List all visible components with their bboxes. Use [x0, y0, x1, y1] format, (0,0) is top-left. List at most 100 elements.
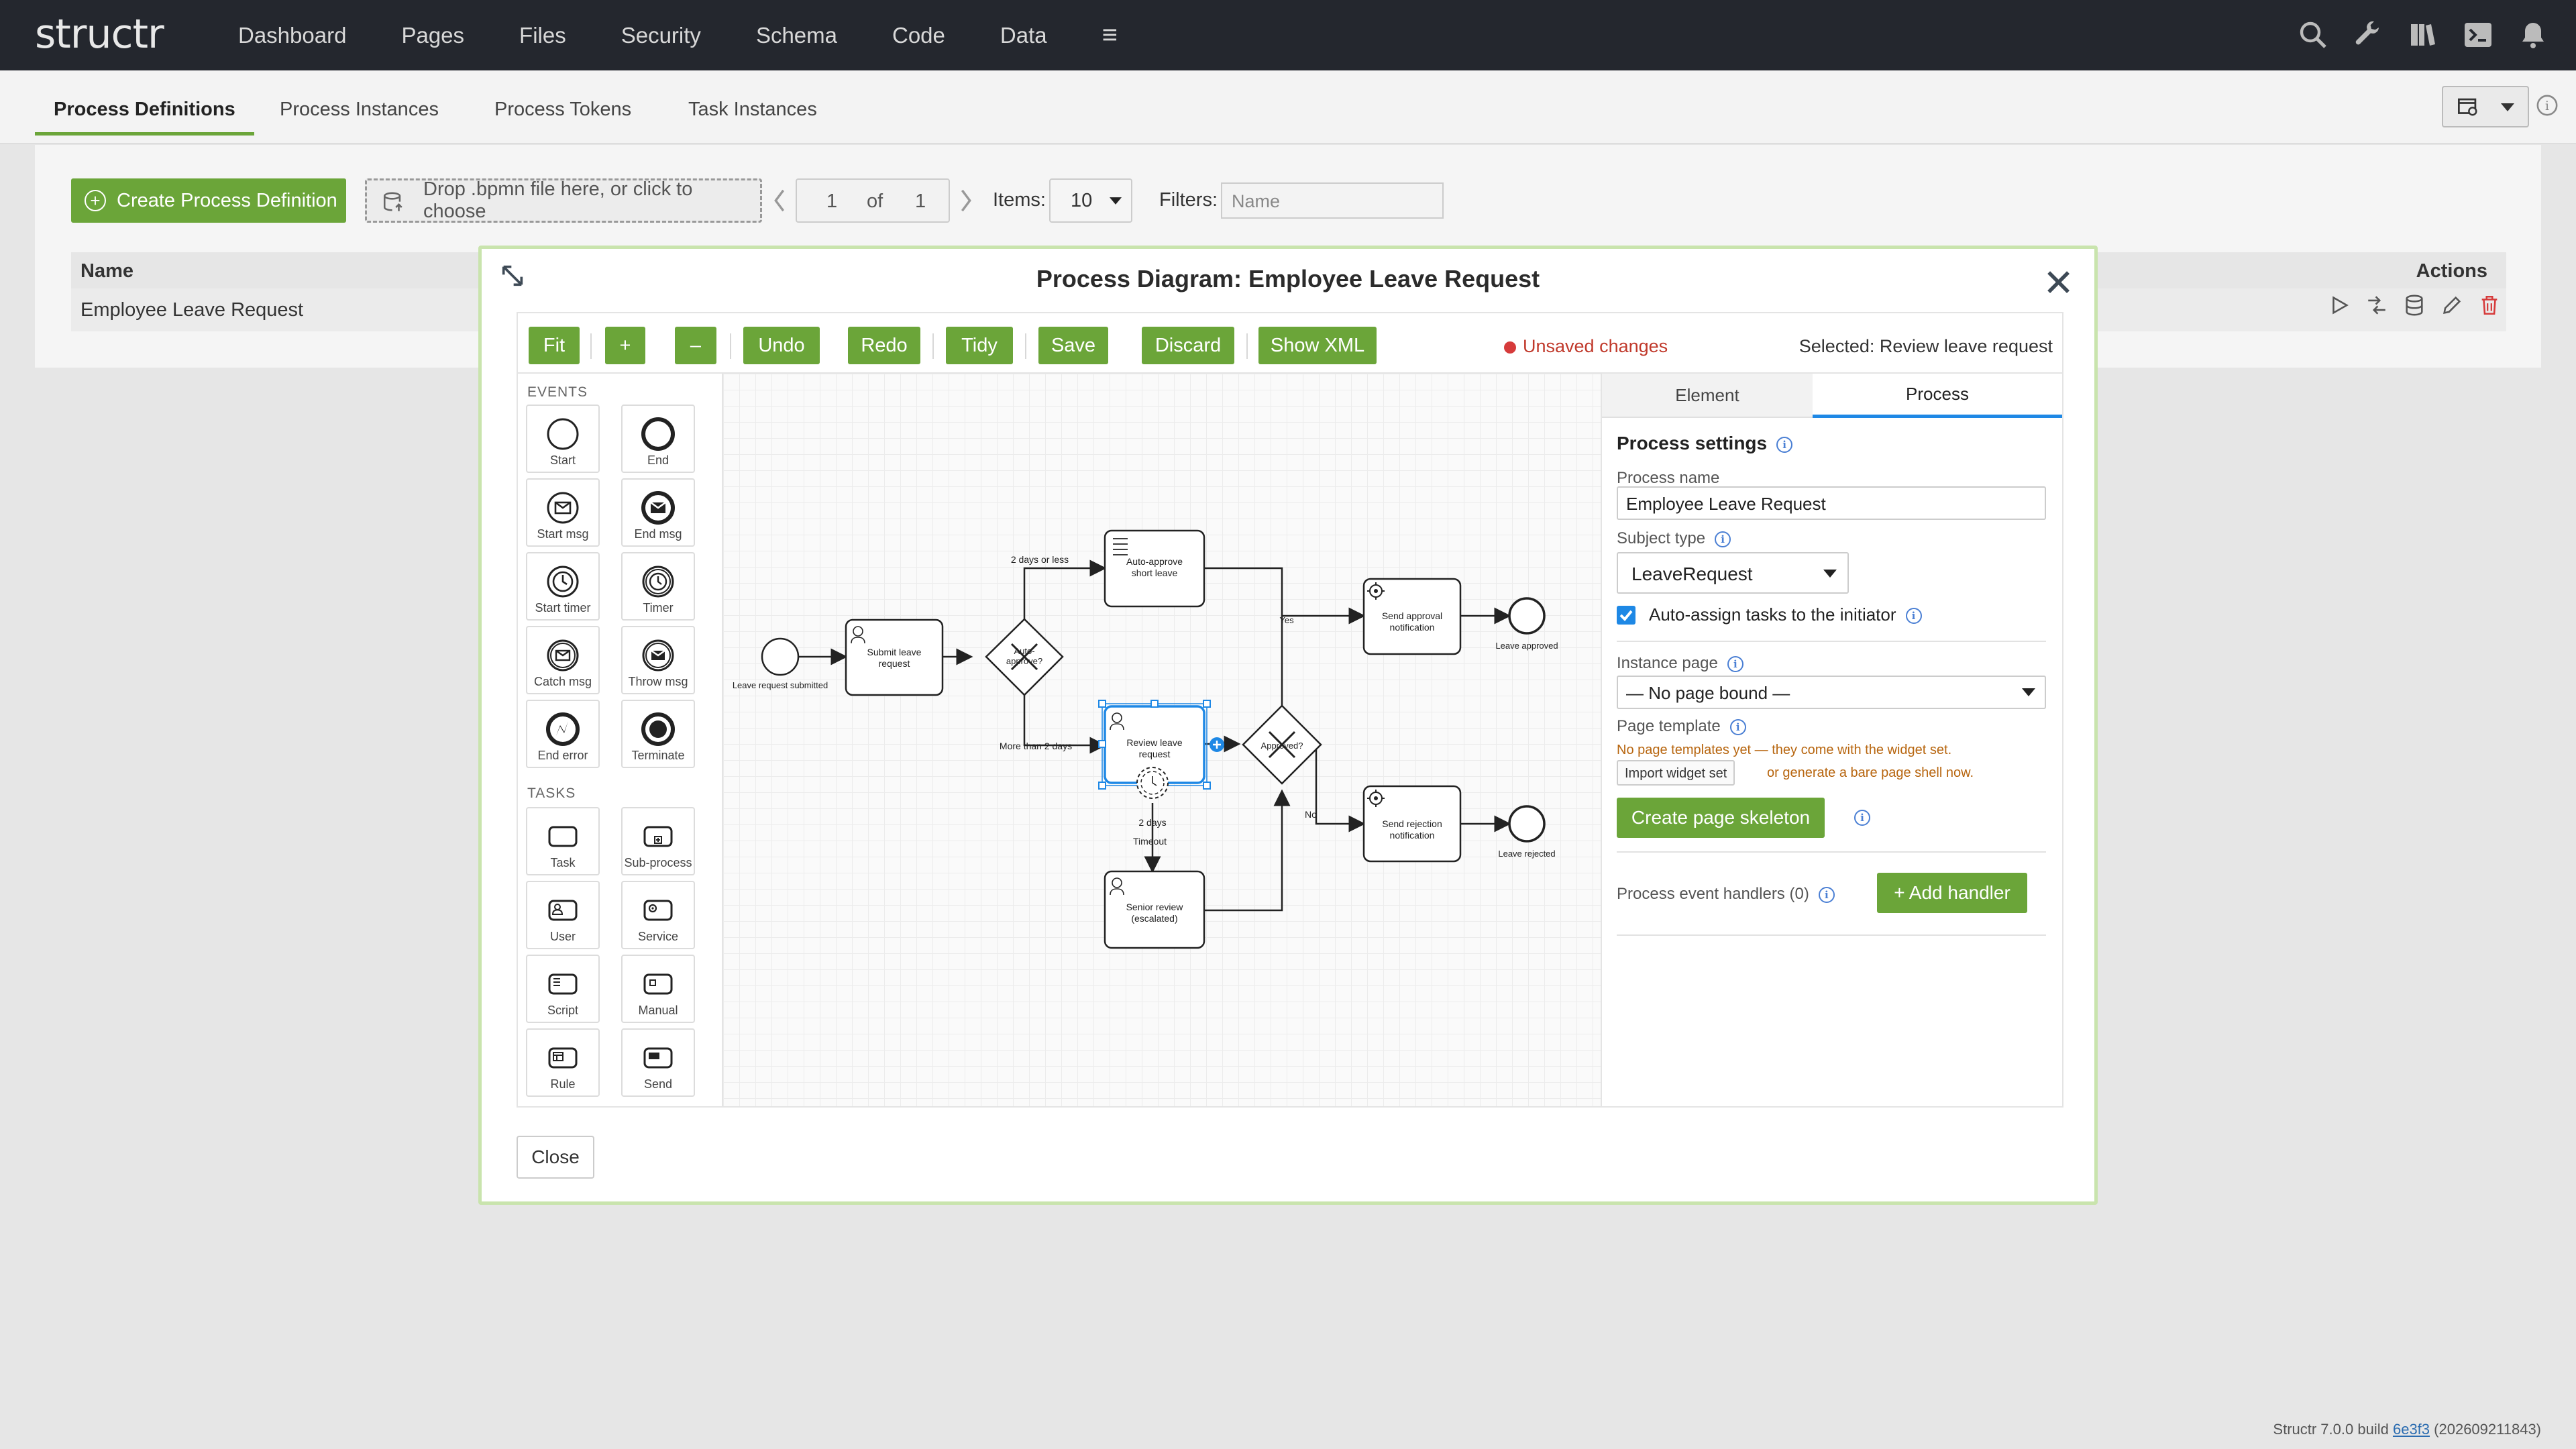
palette-start-event[interactable]: Start — [526, 405, 600, 473]
info-icon[interactable]: i — [1727, 655, 1743, 672]
palette-user-task[interactable]: User — [526, 881, 600, 949]
chevron-right-icon[interactable] — [959, 188, 973, 213]
save-button[interactable]: Save — [1038, 327, 1108, 364]
search-icon[interactable] — [2297, 19, 2329, 51]
items-per-page-select[interactable]: 10 — [1049, 178, 1132, 223]
info-icon[interactable]: i — [1729, 718, 1746, 735]
palette-end-event[interactable]: End — [621, 405, 695, 473]
import-widget-set-button[interactable]: Import widget set — [1617, 760, 1735, 786]
info-icon[interactable]: i — [1776, 436, 1793, 453]
close-button[interactable]: Close — [517, 1136, 594, 1179]
page-current-input[interactable]: 1 — [826, 191, 838, 212]
nav-files[interactable]: Files — [519, 22, 566, 48]
palette-end-error-event[interactable]: End error — [526, 700, 600, 768]
info-icon[interactable]: i — [1905, 608, 1922, 625]
tab-process-tokens[interactable]: Process Tokens — [494, 99, 632, 120]
nav-security[interactable]: Security — [621, 22, 701, 48]
palette-throw-message-event[interactable]: Throw msg — [621, 626, 695, 694]
info-icon[interactable]: i — [1818, 886, 1835, 903]
row-name[interactable]: Employee Leave Request — [80, 299, 304, 321]
bpmn-diagram[interactable]: Leave request submitted Submit leave req… — [723, 374, 1602, 1106]
trash-icon[interactable] — [2478, 294, 2501, 317]
palette-start-timer-event[interactable]: Start timer — [526, 552, 600, 621]
end-event-leave-approved[interactable]: Leave approved — [1495, 597, 1558, 651]
create-page-skeleton-button[interactable]: Create page skeleton — [1617, 798, 1825, 838]
fit-button[interactable]: Fit — [529, 327, 580, 364]
process-name-input[interactable]: Employee Leave Request — [1617, 486, 2046, 520]
nav-dashboard[interactable]: Dashboard — [238, 22, 347, 48]
end-event-leave-rejected[interactable]: Leave rejected — [1498, 805, 1556, 859]
tab-task-instances[interactable]: Task Instances — [688, 99, 817, 120]
palette-rule-task[interactable]: Rule — [526, 1028, 600, 1097]
bpmn-drop-zone[interactable]: Drop .bpmn file here, or click to choose — [365, 178, 762, 223]
discard-button[interactable]: Discard — [1142, 327, 1234, 364]
tab-process[interactable]: Process — [1813, 374, 2062, 418]
task-auto-approve-short-leave[interactable]: Auto-approve short leave — [1104, 529, 1205, 608]
tidy-button[interactable]: Tidy — [946, 327, 1013, 364]
info-icon[interactable]: i — [2536, 94, 2559, 117]
bell-icon[interactable] — [2517, 19, 2549, 51]
palette-catch-message-event[interactable]: Catch msg — [526, 626, 600, 694]
add-handler-button[interactable]: + Add handler — [1877, 873, 2027, 913]
flow-long-leave[interactable] — [1023, 695, 1107, 754]
boundary-timer-event[interactable] — [1136, 767, 1169, 799]
expand-icon[interactable] — [499, 262, 526, 289]
palette-task[interactable]: Task — [526, 807, 600, 875]
migrate-icon[interactable] — [2365, 294, 2388, 317]
flow-no[interactable] — [1311, 743, 1366, 833]
undo-button[interactable]: Undo — [743, 327, 820, 364]
task-send-rejection-notification[interactable]: Send rejection notification — [1362, 785, 1462, 863]
palette-script-task[interactable]: Script — [526, 955, 600, 1023]
tab-process-definitions[interactable]: Process Definitions — [35, 99, 254, 136]
palette-send-task[interactable]: Send — [621, 1028, 695, 1097]
palette-start-message-event[interactable]: Start msg — [526, 478, 600, 547]
redo-button[interactable]: Redo — [848, 327, 920, 364]
create-process-definition-button[interactable]: + Create Process Definition — [71, 178, 346, 223]
show-xml-button[interactable]: Show XML — [1258, 327, 1377, 364]
play-icon[interactable] — [2328, 294, 2351, 317]
palette-end-message-event[interactable]: End msg — [621, 478, 695, 547]
palette-terminate-event[interactable]: Terminate — [621, 700, 695, 768]
info-icon[interactable]: i — [1854, 810, 1870, 826]
flow-auto-to-approval[interactable] — [1204, 567, 1366, 625]
nav-code[interactable]: Code — [892, 22, 945, 48]
close-icon[interactable]: ✕ — [2043, 262, 2074, 304]
tab-process-instances[interactable]: Process Instances — [280, 99, 439, 120]
palette-sub-process[interactable]: Sub-process — [621, 807, 695, 875]
instance-page-select[interactable]: — No page bound — — [1617, 676, 2046, 709]
auto-assign-checkbox[interactable] — [1617, 606, 1635, 625]
flow-senior-to-gateway[interactable] — [1204, 789, 1291, 912]
chevron-left-icon[interactable] — [773, 188, 786, 213]
tab-element[interactable]: Element — [1602, 374, 1813, 418]
palette-timer-event[interactable]: Timer — [621, 552, 695, 621]
task-send-approval-notification[interactable]: Send approval notification — [1362, 578, 1462, 655]
zoom-in-button[interactable]: + — [605, 327, 645, 364]
task-review-leave-request-selected[interactable]: Review leave request — [1098, 700, 1224, 799]
build-link[interactable]: 6e3f3 — [2392, 1421, 2430, 1438]
terminal-icon[interactable] — [2462, 19, 2494, 51]
wrench-icon[interactable] — [2352, 19, 2384, 51]
name-filter-input[interactable]: Name — [1221, 182, 1444, 219]
task-senior-review[interactable]: Senior review (escalated) — [1104, 870, 1205, 949]
pencil-icon[interactable] — [2440, 294, 2463, 317]
database-icon[interactable] — [2403, 294, 2426, 317]
view-settings-dropdown[interactable] — [2442, 86, 2529, 127]
structr-logo[interactable]: structr — [35, 11, 164, 58]
hamburger-icon[interactable]: ≡ — [1102, 20, 1118, 50]
zoom-out-button[interactable]: – — [675, 327, 716, 364]
subject-type-select[interactable]: LeaveRequest — [1617, 552, 1849, 594]
flow-short-leave[interactable] — [1023, 559, 1107, 619]
task-submit-leave-request[interactable]: Submit leave request — [845, 619, 944, 696]
gateway-approved[interactable]: Approved? — [1242, 704, 1322, 785]
column-header-name[interactable]: Name — [80, 260, 133, 282]
nav-pages[interactable]: Pages — [401, 22, 465, 48]
book-icon[interactable] — [2407, 19, 2439, 51]
gateway-auto-approve[interactable]: Auto- approve? — [985, 618, 1064, 696]
nav-schema[interactable]: Schema — [755, 22, 837, 48]
palette-service-task[interactable]: Service — [621, 881, 695, 949]
info-icon[interactable]: i — [1715, 531, 1731, 547]
palette-manual-task[interactable]: Manual — [621, 955, 695, 1023]
nav-data[interactable]: Data — [1000, 22, 1047, 48]
diagram-canvas[interactable]: Leave request submitted Submit leave req… — [723, 374, 1602, 1106]
start-event-leave-request[interactable]: Leave request submitted — [733, 637, 828, 690]
